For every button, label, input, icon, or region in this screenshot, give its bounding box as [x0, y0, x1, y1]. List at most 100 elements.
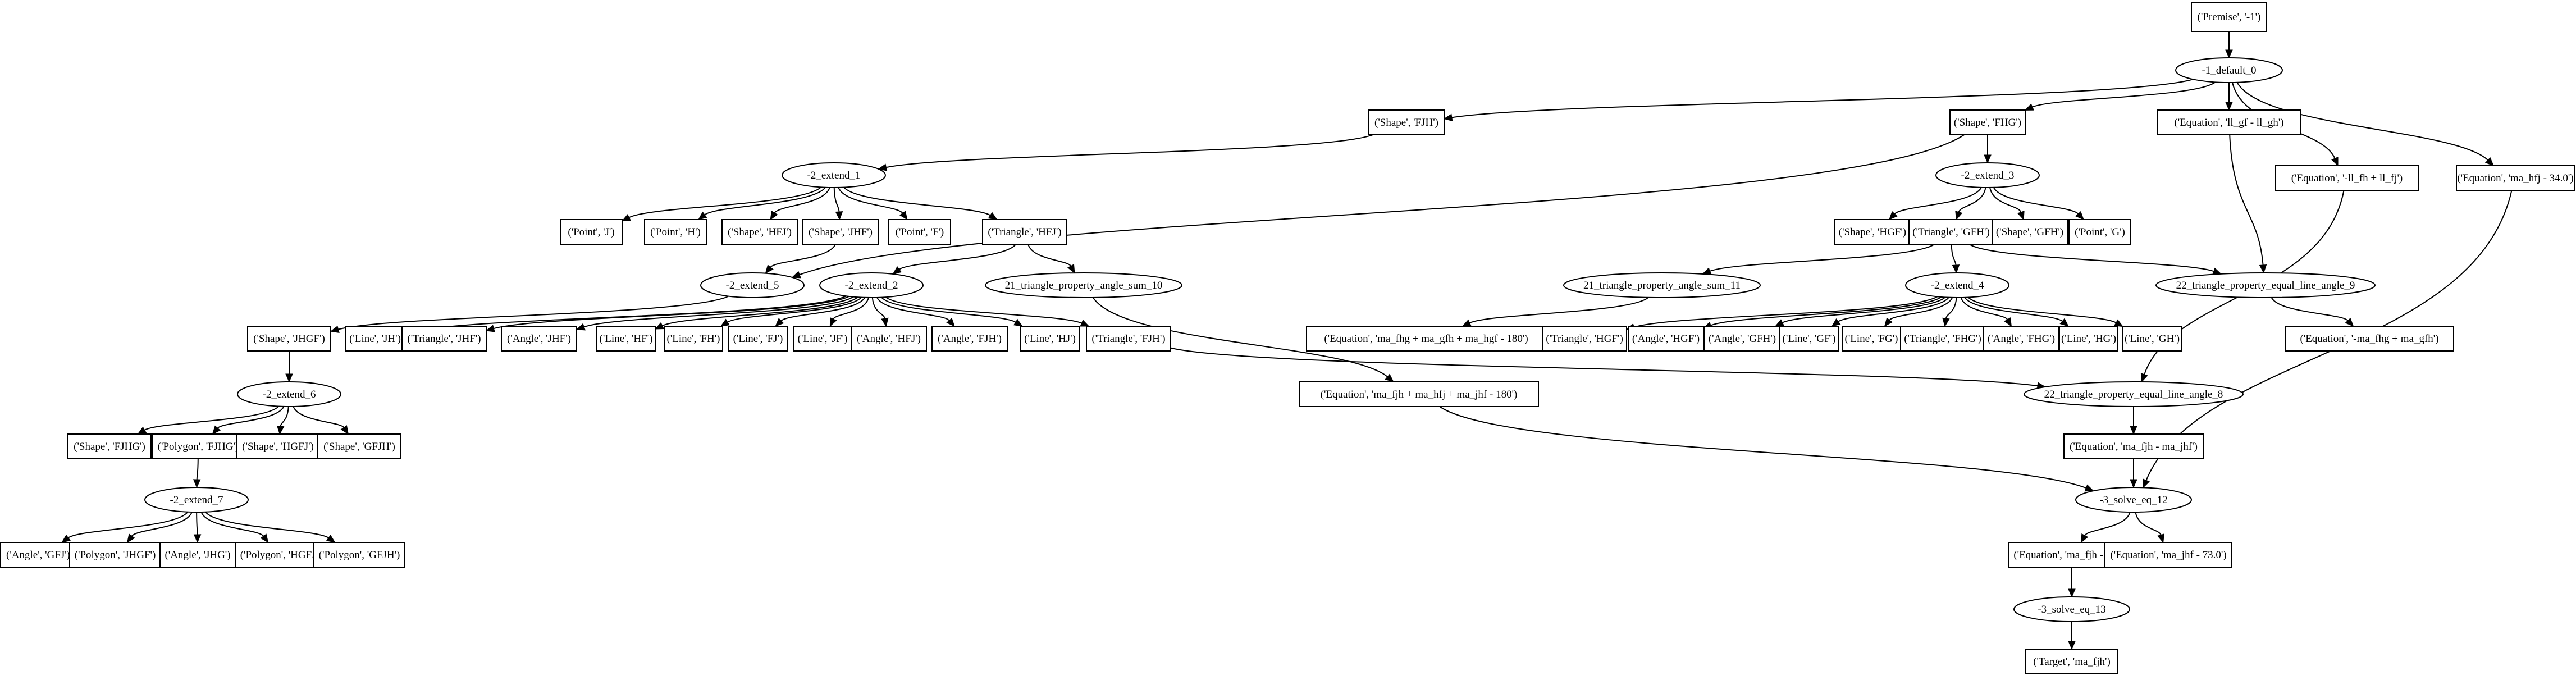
- graph-node-eq_hfj: ('Equation', 'ma_hfj - 34.0'): [2456, 165, 2575, 191]
- graph-node-poly_jhgf: ('Polygon', 'JHGF'): [69, 542, 161, 568]
- graph-node-eq_fjh_jhf: ('Equation', 'ma_fjh - ma_jhf'): [2063, 433, 2204, 459]
- node-box: [2104, 542, 2232, 568]
- edge-tri_sum11-to-eq_fhg: [1469, 297, 1649, 324]
- node-box: [793, 326, 852, 352]
- graph-node-shape_gfjh: ('Shape', 'GFJH'): [317, 433, 401, 459]
- arrowhead-extend4-to-angle_gfh: [1774, 319, 1785, 327]
- arrowhead-eq_hfj-to-solve12: [2143, 478, 2150, 489]
- edge-shape_fhg-to-extend5: [799, 134, 1965, 276]
- edge-extend3-to-tri_gfh: [1958, 187, 1986, 213]
- node-label: ('Line', 'HG'): [2061, 333, 2116, 345]
- node-label: ('Shape', 'GFJH'): [323, 441, 395, 453]
- node-box: [982, 219, 1067, 245]
- edge-extend6-to-poly_fjhg: [217, 406, 285, 429]
- graph-node-shape_jhf: ('Shape', 'JHF'): [802, 219, 879, 245]
- edge-default0-to-eq_hfj: [2236, 82, 2488, 161]
- node-box: [159, 542, 236, 568]
- graph-node-extend5: -2_extend_5: [700, 272, 805, 298]
- arrowhead-default0-to-shape_fhg: [2024, 103, 2034, 111]
- edge-extend7-to-poly_jhgf: [131, 512, 193, 537]
- arrowhead-extend3-to-tri_gfh: [1955, 211, 1963, 221]
- edge-extend6-to-shape_fjhg: [144, 405, 280, 431]
- node-label: -2_extend_6: [263, 389, 316, 400]
- graph-node-default0: -1_default_0: [2175, 57, 2283, 83]
- graph-node-tri_jhf: ('Triangle', 'JHF'): [401, 326, 487, 352]
- arrowhead-eq_ll-to-tri_eq9: [2259, 264, 2267, 274]
- arrowhead-tri_sum11-to-eq_fhg: [1461, 319, 1472, 327]
- node-ellipse: [1935, 162, 2040, 188]
- edge-eq_fjh_sum-to-solve12: [1439, 406, 2086, 489]
- node-label: ('Polygon', 'HGFJ'): [240, 549, 322, 561]
- edge-extend4-to-tri_hgf: [1633, 296, 1938, 328]
- graph-node-tri_sum11: 21_triangle_property_angle_sum_11: [1563, 272, 1761, 298]
- edge-extend4-to-angle_gfh: [1782, 296, 1946, 323]
- edge-extend7-to-poly_gfjh: [205, 512, 329, 538]
- arrowhead-extend4-to-line_hg: [2059, 318, 2069, 327]
- node-label: ('Shape', 'JHF'): [809, 226, 873, 238]
- edge-tri_eq9-to-eq_neg: [2271, 297, 2349, 321]
- node-label: ('Line', 'FH'): [667, 333, 720, 345]
- node-box: [1368, 109, 1445, 135]
- node-label: ('Triangle', 'FJH'): [1091, 333, 1165, 345]
- node-box: [1949, 109, 2026, 135]
- node-label: ('Line', 'JH'): [349, 333, 401, 345]
- arrowhead-extend4-to-line_fg: [1884, 317, 1893, 327]
- edge-extend2-to-tri_fjh: [885, 296, 1082, 324]
- node-box: [2059, 326, 2118, 352]
- arrowhead-extend2-to-line_hf: [654, 322, 664, 330]
- node-ellipse: [2175, 57, 2283, 83]
- node-box: [313, 542, 405, 568]
- arrowhead-extend1-to-tri_hfj: [988, 212, 998, 220]
- graph-node-line_fj: ('Line', 'FJ'): [728, 326, 788, 352]
- graph-node-eq_fjh_sum: ('Equation', 'ma_fjh + ma_hfj + ma_jhf -…: [1299, 381, 1539, 407]
- node-label: ('Line', 'FJ'): [733, 333, 783, 345]
- graph-node-poly_hgfj: ('Polygon', 'HGFJ'): [235, 542, 327, 568]
- node-box: [888, 219, 951, 245]
- arrowhead-solve12-to-eq_jhf73: [2157, 533, 2164, 544]
- node-box: [721, 219, 798, 245]
- node-label: ('Shape', 'FJHG'): [74, 441, 145, 453]
- node-box: [501, 326, 577, 352]
- edge-extend2-to-angle_jhf: [583, 296, 854, 328]
- edge-extend2-to-tri_jhf: [494, 295, 849, 330]
- arrowhead-extend6-to-shape_hgfj: [276, 425, 285, 435]
- node-label: -2_extend_4: [1931, 280, 1984, 291]
- graph-node-angle_fjh: ('Angle', 'FJH'): [931, 326, 1008, 352]
- node-label: 21_triangle_property_angle_sum_11: [1583, 280, 1741, 291]
- graph-node-extend3: -2_extend_3: [1935, 162, 2040, 188]
- arrowhead-poly_fjhg-to-extend7: [193, 479, 201, 489]
- arrowhead-shape_fjh-to-extend1: [878, 163, 888, 171]
- graph-node-tri_fhg: ('Triangle', 'FHG'): [1900, 326, 1985, 352]
- edge-solve12-to-eq_fjh73: [2084, 512, 2131, 536]
- graph-node-tri_fjh: ('Triangle', 'FJH'): [1086, 326, 1171, 352]
- node-label: 22_triangle_property_equal_line_angle_9: [2176, 280, 2355, 291]
- edge-extend2-to-angle_fjh: [876, 297, 950, 321]
- arrowhead-extend2-to-tri_fjh: [1080, 320, 1090, 327]
- edge-default0-to-shape_fhg: [2032, 81, 2216, 108]
- node-box: [67, 433, 152, 459]
- node-label: ('Line', 'HF'): [600, 333, 653, 345]
- node-label: ('Equation', '-ll_fh + ll_fj'): [2291, 172, 2403, 184]
- node-label: ('Polygon', 'GFJH'): [319, 549, 400, 561]
- graph-node-shape_fjhg: ('Shape', 'FJHG'): [67, 433, 152, 459]
- arrowhead-extend1-to-point_j: [621, 214, 631, 222]
- node-box: [1306, 326, 1546, 352]
- arrowhead-extend1-to-shape_hfj: [770, 211, 778, 221]
- edge-shape_jhf-to-extend5: [770, 244, 836, 268]
- node-ellipse: [237, 381, 341, 407]
- node-label: ('Equation', 'ma_fhg + ma_gfh + ma_hgf -…: [1324, 333, 1528, 345]
- arrowhead-extend2-to-line_fj: [775, 318, 784, 327]
- node-label: ('Triangle', 'GFH'): [1912, 226, 1990, 238]
- node-label: ('Angle', 'JHF'): [507, 333, 571, 345]
- node-label: ('Point', 'J'): [568, 226, 614, 238]
- node-box: [728, 326, 788, 352]
- node-box: [235, 542, 327, 568]
- edge-extend2-to-line_hf: [662, 296, 858, 327]
- arrowhead-extend4-to-line_gf: [1831, 318, 1841, 327]
- node-label: ('Angle', 'HFJ'): [857, 333, 921, 345]
- graph-node-line_fg: ('Line', 'FG'): [1842, 326, 1901, 352]
- node-label: ('Shape', 'JHGF'): [253, 333, 325, 345]
- node-label: ('Shape', 'HFJ'): [728, 226, 792, 238]
- arrowhead-tri_sum10-to-eq_fjh_sum: [1385, 373, 1394, 382]
- node-label: ('Triangle', 'FHG'): [1904, 333, 1981, 345]
